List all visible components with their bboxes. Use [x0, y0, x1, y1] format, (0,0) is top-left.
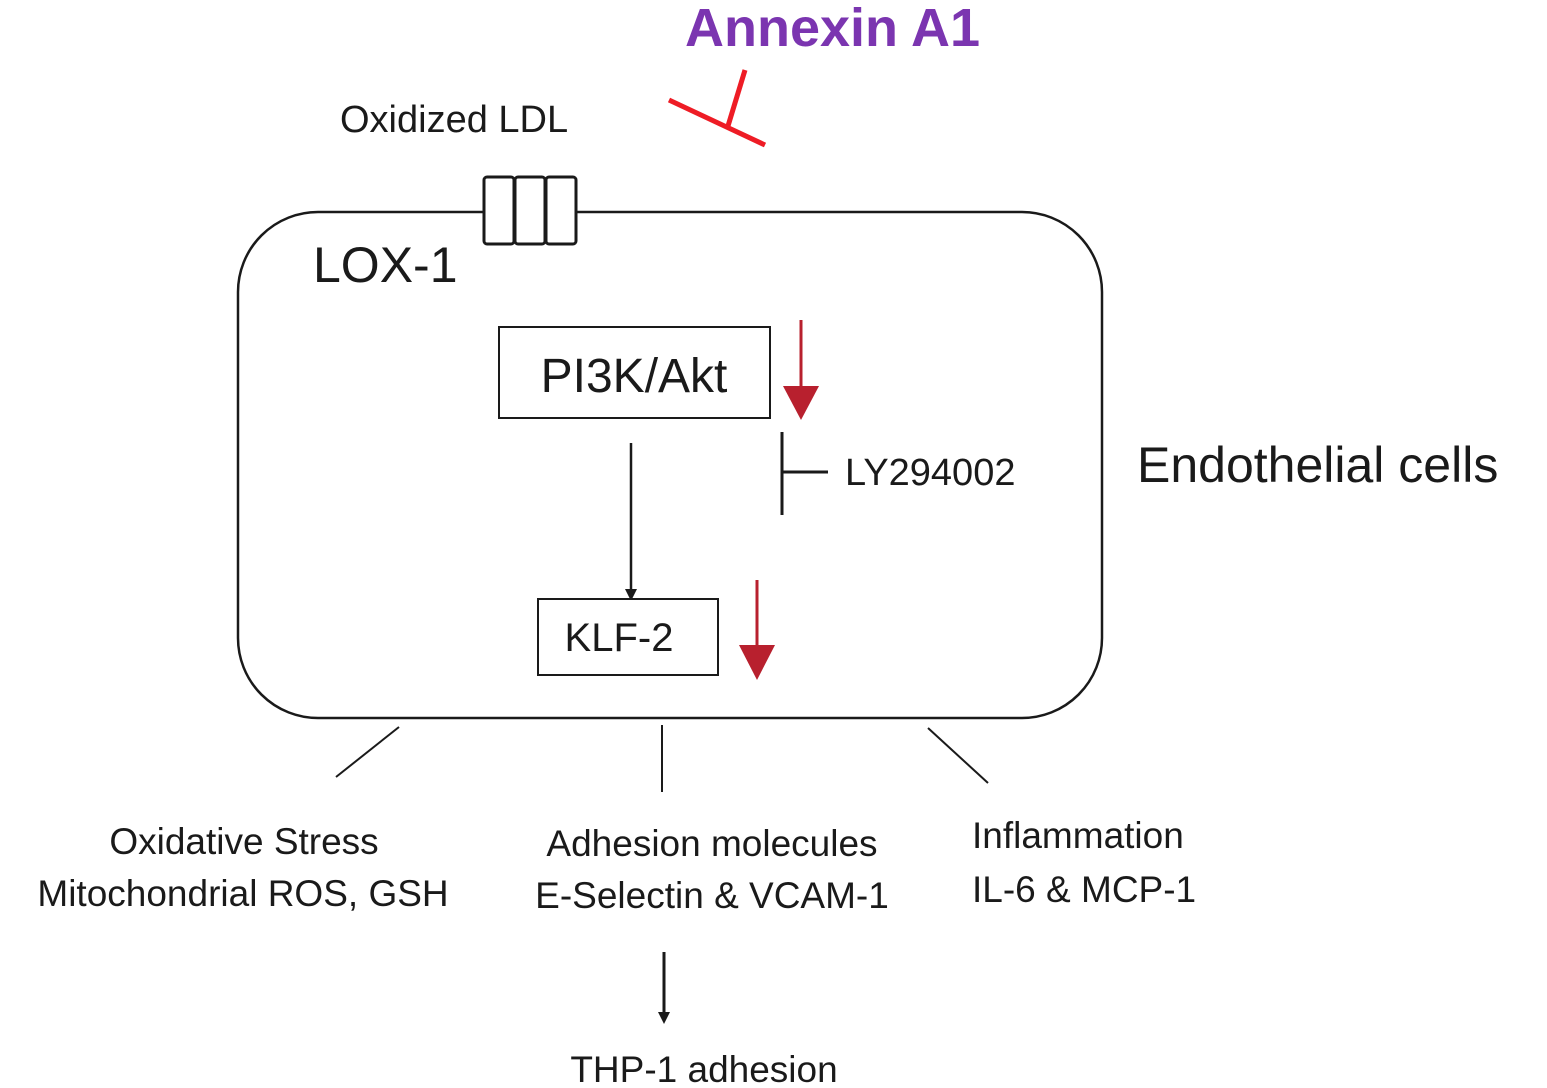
- outcome-title-oxidative-stress: Oxidative Stress: [109, 821, 378, 862]
- pi3k-akt-box: [498, 326, 771, 419]
- annexin-inhibition-symbol: [667, 69, 767, 148]
- outcome-title-adhesion: Adhesion molecules: [546, 823, 877, 864]
- annexin-a1-label: Annexin A1: [685, 0, 980, 58]
- inhibition-stem: [725, 69, 748, 127]
- klf2-box: [537, 598, 719, 676]
- receptor-segment: [513, 175, 547, 246]
- connector-inflammation: [927, 727, 989, 784]
- oxidized-ldl-label: Oxidized LDL: [340, 99, 568, 141]
- receptor-segment: [482, 175, 516, 246]
- pi3k-akt-label: PI3K/Akt: [541, 350, 728, 403]
- ly294002-inhibition-symbol: [780, 432, 828, 515]
- outcome-detail-inflammation: IL-6 & MCP-1: [972, 869, 1196, 910]
- receptor-segment: [544, 175, 578, 246]
- lox1-receptor-icon: [482, 175, 578, 246]
- lox1-label: LOX-1: [313, 237, 458, 293]
- outcome-connectors: [335, 725, 989, 792]
- klf2-label: KLF-2: [565, 616, 674, 660]
- outcome-title-inflammation: Inflammation: [972, 815, 1184, 856]
- thp1-adhesion-label: THP-1 adhesion: [570, 1049, 837, 1088]
- pi3k-decrease-arrow-icon: [783, 320, 819, 420]
- ly294002-label: LY294002: [845, 452, 1015, 494]
- endothelial-cell-outline: [236, 210, 1104, 720]
- outcome-detail-oxidative-stress: Mitochondrial ROS, GSH: [37, 873, 448, 914]
- inhibition-bar: [667, 97, 767, 148]
- outcome-detail-adhesion: E-Selectin & VCAM-1: [535, 875, 889, 916]
- klf2-decrease-arrow-icon: [739, 580, 775, 680]
- connector-oxidative-stress: [335, 726, 400, 778]
- endothelial-cells-label: Endothelial cells: [1137, 437, 1498, 493]
